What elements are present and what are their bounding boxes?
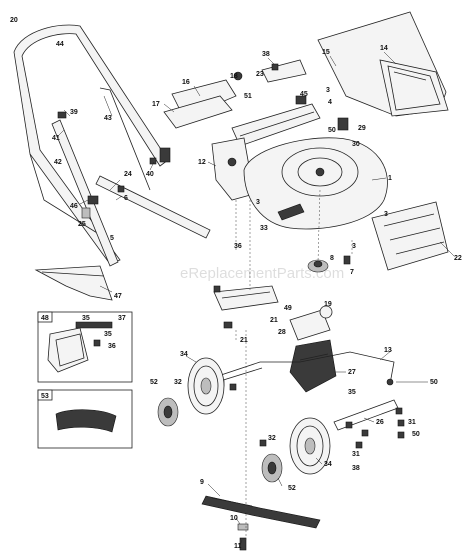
label-30: 30 bbox=[352, 141, 360, 148]
mower-deck bbox=[243, 137, 388, 230]
inset-53: 53 bbox=[37, 389, 133, 449]
label-8: 8 bbox=[330, 255, 334, 262]
starter-rope bbox=[99, 87, 151, 191]
upper-handle bbox=[13, 24, 169, 265]
label-43: 43 bbox=[104, 115, 112, 122]
label-3b: 3 bbox=[256, 199, 260, 206]
label-5: 5 bbox=[110, 235, 114, 242]
blade-bolt bbox=[237, 523, 249, 551]
top-cover bbox=[163, 59, 307, 129]
blade bbox=[201, 495, 321, 529]
height-adjuster bbox=[289, 305, 337, 393]
wheel-hardware bbox=[229, 383, 405, 449]
label-19: 19 bbox=[324, 301, 332, 308]
discharge-chute bbox=[371, 201, 449, 271]
label-9: 9 bbox=[200, 479, 204, 486]
label-24: 24 bbox=[124, 171, 132, 178]
label-47: 47 bbox=[114, 293, 122, 300]
label-29: 29 bbox=[358, 125, 366, 132]
label-35c: 35 bbox=[104, 331, 112, 338]
label-14: 14 bbox=[380, 45, 388, 52]
label-22: 22 bbox=[454, 255, 462, 262]
label-4: 4 bbox=[328, 99, 332, 106]
label-50a: 50 bbox=[430, 379, 438, 386]
label-50b: 50 bbox=[412, 431, 420, 438]
inset-48: 48 bbox=[37, 311, 133, 383]
label-45: 45 bbox=[300, 91, 308, 98]
label-31a: 31 bbox=[408, 419, 416, 426]
svg-text:53: 53 bbox=[41, 393, 49, 400]
label-11: 11 bbox=[234, 543, 242, 550]
label-13: 13 bbox=[384, 347, 392, 354]
label-1: 1 bbox=[388, 175, 392, 182]
svg-text:48: 48 bbox=[41, 315, 49, 322]
mulch-plate bbox=[213, 285, 279, 329]
label-39: 39 bbox=[70, 109, 78, 116]
label-3d: 3 bbox=[352, 243, 356, 250]
label-36: 36 bbox=[234, 243, 242, 250]
label-6: 6 bbox=[124, 195, 128, 202]
label-10: 10 bbox=[230, 515, 238, 522]
label-15: 15 bbox=[322, 49, 330, 56]
label-7: 7 bbox=[350, 269, 354, 276]
label-20: 20 bbox=[10, 17, 18, 24]
label-36b: 36 bbox=[108, 343, 116, 350]
label-52b: 52 bbox=[288, 485, 296, 492]
label-38: 38 bbox=[262, 51, 270, 58]
label-3a: 3 bbox=[326, 87, 330, 94]
wheel-gear-lower bbox=[261, 453, 283, 483]
label-21b: 21 bbox=[240, 337, 248, 344]
label-40: 40 bbox=[146, 171, 154, 178]
front-wheel-right bbox=[289, 417, 331, 475]
rear-flap bbox=[34, 265, 113, 301]
side-bracket bbox=[211, 137, 255, 201]
label-34a: 34 bbox=[180, 351, 188, 358]
label-35a: 35 bbox=[348, 389, 356, 396]
label-33: 33 bbox=[260, 225, 268, 232]
rear-wheel-left bbox=[187, 357, 225, 415]
label-34b: 34 bbox=[324, 461, 332, 468]
grass-bag bbox=[317, 11, 449, 117]
assembly-lines bbox=[235, 189, 353, 540]
label-26: 26 bbox=[376, 419, 384, 426]
lower-handle bbox=[51, 119, 211, 267]
callout-labels: 20 44 39 41 42 43 24 40 6 46 25 5 47 38 … bbox=[10, 17, 462, 550]
label-27: 27 bbox=[348, 369, 356, 376]
label-38b: 38 bbox=[352, 465, 360, 472]
label-44: 44 bbox=[56, 41, 64, 48]
label-46: 46 bbox=[70, 203, 78, 210]
label-3c: 3 bbox=[384, 211, 388, 218]
label-32b: 32 bbox=[268, 435, 276, 442]
label-28: 28 bbox=[278, 329, 286, 336]
label-49: 49 bbox=[284, 305, 292, 312]
label-21a: 21 bbox=[270, 317, 278, 324]
label-52a: 52 bbox=[150, 379, 158, 386]
wheel-gear-upper bbox=[157, 397, 179, 427]
label-35b: 35 bbox=[82, 315, 90, 322]
label-12: 12 bbox=[198, 159, 206, 166]
label-41: 41 bbox=[52, 135, 60, 142]
label-23: 23 bbox=[256, 71, 264, 78]
leader-lines bbox=[57, 51, 455, 547]
label-51: 51 bbox=[244, 93, 252, 100]
label-37: 37 bbox=[118, 315, 126, 322]
blade-adapter bbox=[307, 255, 351, 273]
label-32a: 32 bbox=[174, 379, 182, 386]
front-axle bbox=[333, 399, 399, 431]
label-25: 25 bbox=[78, 221, 86, 228]
label-50: 50 bbox=[328, 127, 336, 134]
handle-knob-parts bbox=[57, 111, 171, 219]
label-31b: 31 bbox=[352, 451, 360, 458]
label-17: 17 bbox=[152, 101, 160, 108]
watermark: eReplacementParts.com bbox=[180, 265, 344, 282]
label-16: 16 bbox=[182, 79, 190, 86]
label-42: 42 bbox=[54, 159, 62, 166]
label-18: 18 bbox=[230, 73, 238, 80]
